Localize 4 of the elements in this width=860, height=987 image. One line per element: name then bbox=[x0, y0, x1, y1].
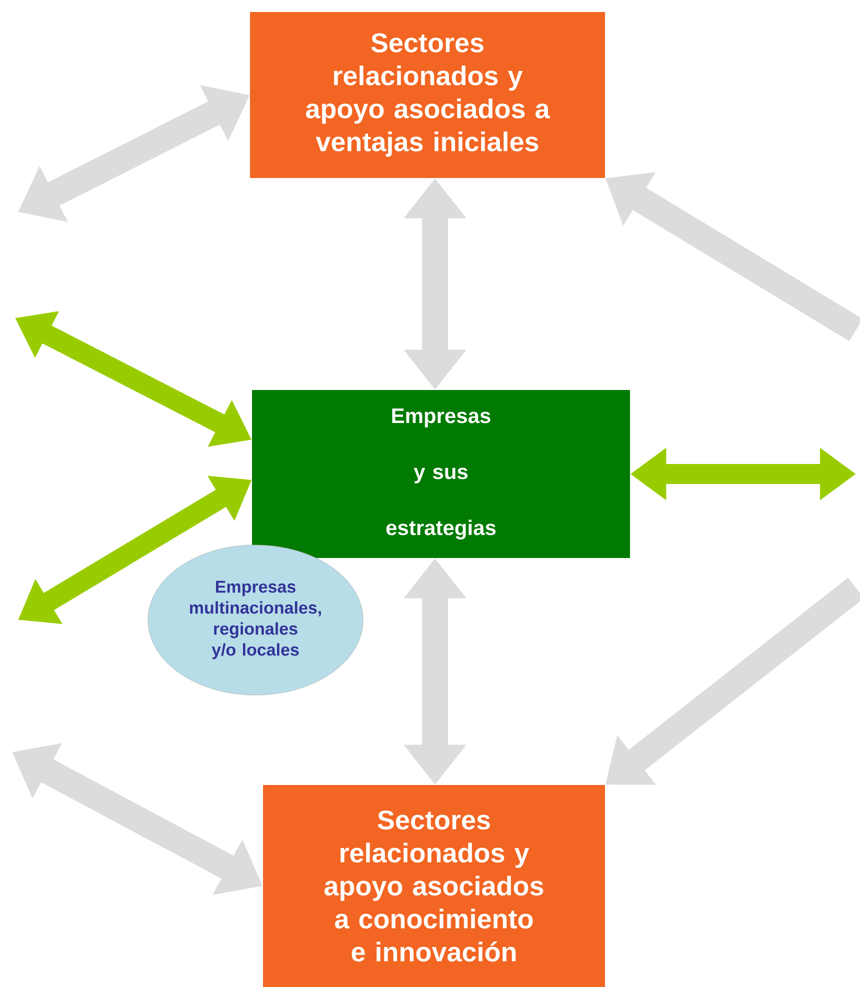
process-box: Empresas y sus estrategias bbox=[252, 390, 630, 558]
ellipse-label: Empresas multinacionales, regionales y/o locales bbox=[148, 544, 364, 696]
process-box: Sectores relacionados y apoyo asociados a ventajas iniciales bbox=[250, 12, 605, 178]
process-box: Sectores relacionados y apoyo asociados a conocimiento e innovación bbox=[263, 785, 605, 987]
